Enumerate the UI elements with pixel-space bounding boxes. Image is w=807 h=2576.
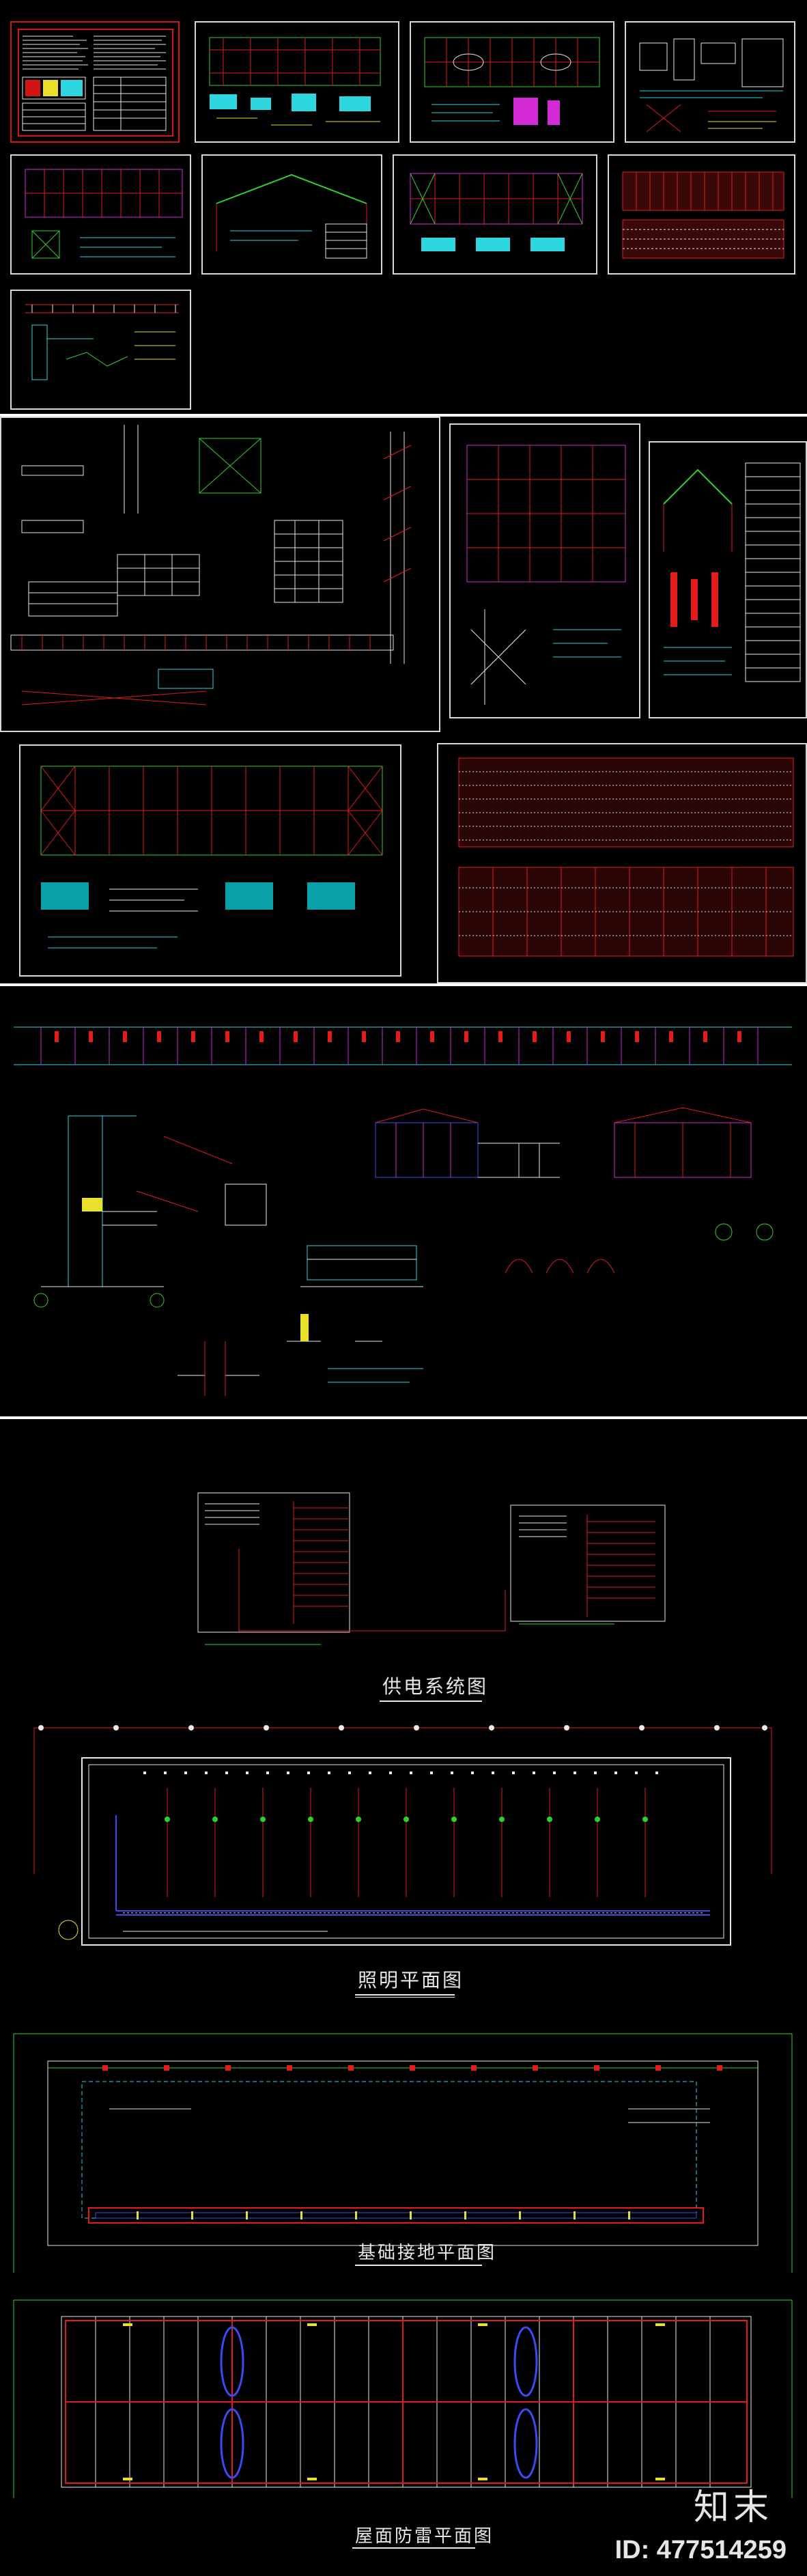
column-layout-drawing	[25, 169, 183, 259]
steel-frame-drawing	[216, 173, 367, 259]
frame-schedule-drawing	[663, 462, 801, 682]
cover-sheet-drawing	[18, 29, 173, 137]
grounding-plan-drawing	[13, 2033, 793, 2273]
purlin-plan-drawing	[410, 173, 583, 251]
grounding-plan-title: 基础接地平面图	[358, 2243, 497, 2263]
lighting-plan-title-underline	[355, 1994, 455, 1996]
sheet-thumb-roof-panel[interactable]	[608, 154, 795, 275]
roof-plan-drawing	[424, 37, 600, 125]
brand-id: ID: 477514259	[614, 2536, 787, 2564]
sheet-thumb-column-layout[interactable]	[10, 154, 191, 275]
roof-lightning-plan-drawing	[13, 2299, 793, 2498]
section-divider	[0, 983, 807, 986]
node-details-drawing	[25, 304, 179, 380]
lighting-plan-title-underline-2	[355, 1997, 455, 1998]
lighting-plan-title: 照明平面图	[358, 1969, 464, 1991]
roof-panel-drawing	[622, 171, 784, 259]
power-system-title: 供电系统图	[382, 1675, 489, 1698]
sheet-thumb-cover[interactable]	[10, 21, 180, 143]
grounding-plan-title-underline	[355, 2265, 482, 2266]
section-divider	[0, 414, 807, 417]
column-plan-drawing	[40, 766, 383, 949]
roof-bracing-drawing	[466, 445, 626, 705]
sheet-thumb-details[interactable]	[625, 21, 795, 143]
roof-lightning-title: 屋面防雷平面图	[355, 2526, 494, 2547]
sheet-thumb-foundation-plan[interactable]	[195, 21, 399, 143]
sheet-thumb-purlin-plan[interactable]	[393, 154, 597, 275]
section-divider	[0, 1416, 807, 1419]
roof-lightning-title-underline	[352, 2547, 475, 2549]
power-system-title-underline	[380, 1700, 482, 1702]
elevation-drawings	[14, 1026, 792, 1396]
panel-column-plan[interactable]	[19, 744, 401, 977]
details-drawing	[639, 38, 784, 132]
elevation-section	[0, 986, 807, 1416]
sheet-overview-section	[0, 0, 807, 414]
foundation-plan-drawing	[209, 37, 381, 126]
sheet-thumb-steel-frame[interactable]	[201, 154, 382, 275]
roof-purlin-layout-drawing	[458, 757, 794, 957]
panel-frame-schedule[interactable]	[649, 441, 807, 718]
panel-roof-purlin-layout[interactable]	[437, 743, 807, 983]
power-system-diagram	[197, 1492, 666, 1645]
sheet-thumb-roof-plan[interactable]	[410, 21, 614, 143]
brand-logo: 知末	[693, 2487, 773, 2528]
structural-detail-section	[0, 417, 807, 983]
sheet-thumb-node-details[interactable]	[10, 290, 191, 410]
steel-details-drawing	[10, 425, 412, 705]
electrical-section: 供电系统图 照明平面图	[0, 1419, 807, 2576]
panel-roof-bracing[interactable]	[449, 423, 640, 718]
panel-steel-details[interactable]	[0, 417, 440, 732]
lighting-plan-drawing	[33, 1725, 772, 1946]
